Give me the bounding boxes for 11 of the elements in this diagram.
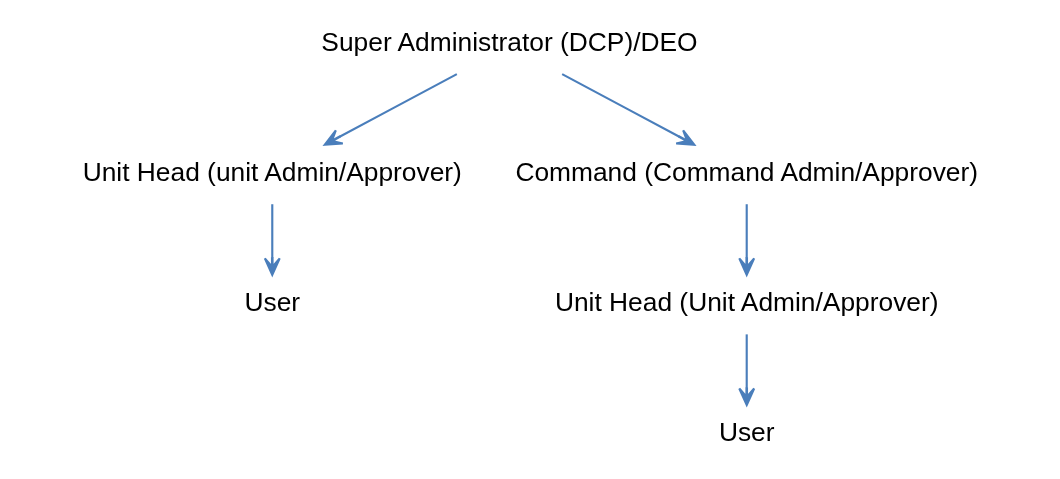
node-text: User [718, 416, 775, 447]
arrow [561, 73, 695, 146]
arrow [263, 204, 281, 276]
node-text: Unit Head (unit Admin/Approver) [82, 156, 462, 187]
arrow [737, 204, 755, 276]
node-text: Super Administrator (DCP)/DEO [320, 26, 698, 57]
node-text: User [243, 286, 300, 317]
arrow [323, 73, 457, 146]
node-text: Command (Command Admin/Approver) [514, 156, 978, 187]
arrow [737, 334, 755, 407]
node-text: Unit Head (Unit Admin/Approver) [554, 286, 939, 317]
